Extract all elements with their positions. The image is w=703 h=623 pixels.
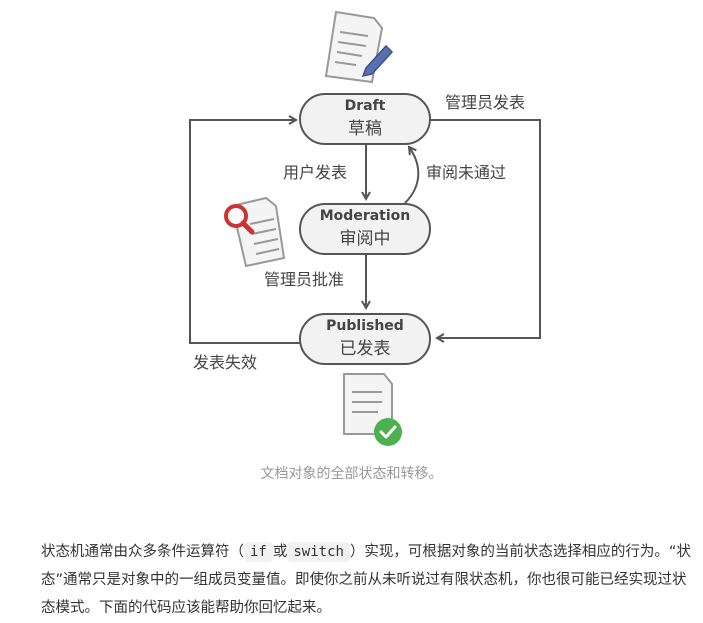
code-if: if bbox=[244, 542, 273, 562]
label-user-publish: 用户发表 bbox=[283, 163, 347, 182]
node-draft-subtitle: 草稿 bbox=[348, 119, 382, 139]
figure-caption: 文档对象的全部状态和转移。 bbox=[260, 466, 443, 482]
edge-admin-publish bbox=[430, 119, 541, 338]
document-check-icon bbox=[343, 373, 402, 446]
paragraph-or: 或 bbox=[272, 544, 288, 560]
node-moderation-title: Moderation bbox=[320, 208, 411, 224]
edge-publish-expired bbox=[189, 120, 300, 344]
node-published-title: Published bbox=[326, 318, 404, 334]
state-diagram: Draft 草稿 Moderation 审阅中 Published 已发表 用户… bbox=[189, 10, 541, 446]
node-draft: Draft 草稿 bbox=[299, 93, 431, 145]
label-review-failed: 审阅未通过 bbox=[426, 163, 506, 182]
node-draft-title: Draft bbox=[345, 98, 386, 114]
label-admin-publish: 管理员发表 bbox=[445, 93, 525, 112]
node-moderation-subtitle: 审阅中 bbox=[340, 229, 391, 249]
paragraph-part1: 状态机通常由众多条件运算符（ bbox=[41, 544, 244, 560]
code-switch: switch bbox=[287, 542, 350, 562]
document-pen-icon bbox=[324, 10, 394, 84]
edge-review-failed bbox=[404, 147, 420, 204]
node-published: Published 已发表 bbox=[299, 313, 431, 365]
document-magnifier-icon bbox=[224, 196, 286, 268]
edges bbox=[189, 119, 541, 344]
node-moderation: Moderation 审阅中 bbox=[299, 203, 431, 255]
label-publish-expired: 发表失效 bbox=[193, 353, 257, 372]
paragraph-part2: ）实现，可根据对象的当前状态选择相应的行为。“状态”通常只是对象中的一组成员变量… bbox=[41, 544, 691, 616]
node-published-subtitle: 已发表 bbox=[340, 339, 391, 359]
label-admin-approve: 管理员批准 bbox=[264, 270, 344, 289]
